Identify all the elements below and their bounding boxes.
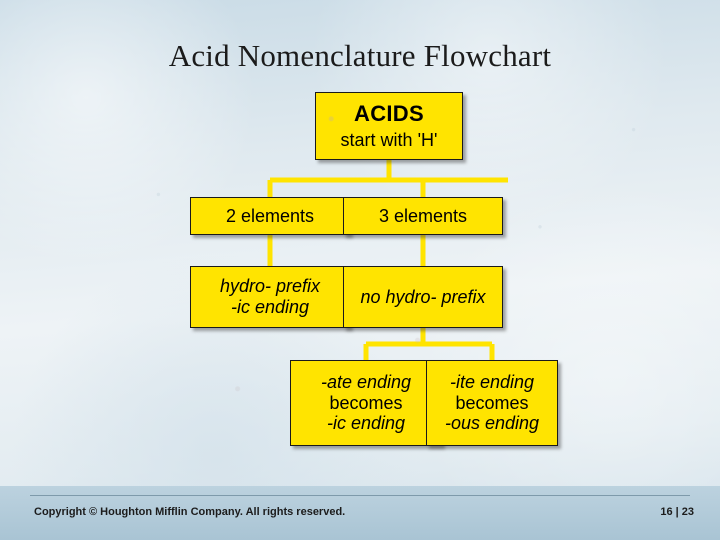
- node-ate-line3: -ic ending: [326, 413, 406, 434]
- node-two-elements-label: 2 elements: [225, 205, 315, 226]
- node-hydro-line2: -ic ending: [230, 297, 310, 317]
- node-ate-line2: becomes: [329, 392, 403, 413]
- node-ate-ending: -ate ending becomes -ic ending: [290, 360, 442, 446]
- footer-divider: [30, 495, 690, 496]
- node-ate-line1: -ate ending: [320, 371, 412, 392]
- node-acids: ACIDS start with 'H': [315, 92, 463, 160]
- node-ite-ending: -ite ending becomes -ous ending: [426, 360, 558, 446]
- node-no-hydro-prefix: no hydro- prefix: [343, 266, 503, 328]
- page-title: Acid Nomenclature Flowchart: [168, 38, 552, 73]
- node-hydro-line1: hydro- prefix: [219, 276, 321, 297]
- node-three-elements-label: 3 elements: [378, 205, 468, 226]
- copyright-text: Copyright © Houghton Mifflin Company. Al…: [34, 506, 346, 518]
- node-acids-line1: ACIDS: [354, 100, 424, 126]
- flowchart-connectors: [267, 160, 508, 360]
- page-number: 16 | 23: [660, 506, 694, 518]
- node-three-elements: 3 elements: [343, 197, 503, 235]
- node-ite-line3: -ous ending: [444, 413, 540, 434]
- node-two-elements: 2 elements: [190, 197, 350, 235]
- node-hydro-prefix: hydro- prefix -ic ending: [190, 266, 350, 328]
- node-no-hydro-label: no hydro- prefix: [360, 286, 486, 307]
- node-ite-line2: becomes: [455, 392, 529, 413]
- node-ite-line1: -ite ending: [449, 371, 535, 392]
- acid-nomenclature-flowchart: ACIDS start with 'H' 2 elements 3 elemen…: [18, 92, 702, 478]
- node-acids-line2: start with 'H': [340, 130, 438, 151]
